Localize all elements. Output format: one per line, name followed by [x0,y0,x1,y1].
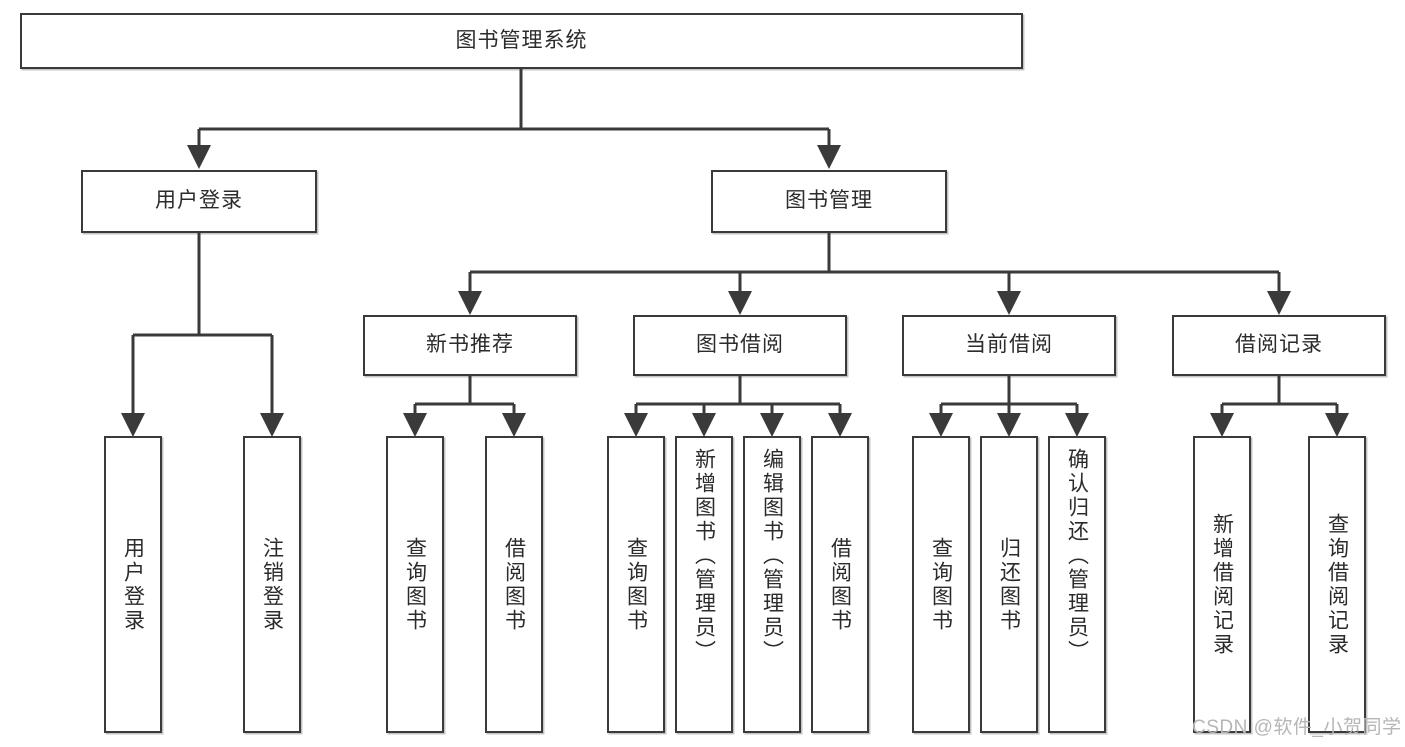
leaf-br-add-record[interactable]: 新增借阅记录 [1193,436,1251,733]
leaf-user-login-label: 用户登录 [121,536,145,633]
leaf-bb-query-book-label: 查询图书 [624,536,648,633]
leaf-cb-query-book-label: 查询图书 [929,536,953,633]
node-book-borrow-label: 图书借阅 [696,333,784,357]
leaf-bb-add-book-label: 新增图书（管理员） [692,448,716,664]
node-book-manage[interactable]: 图书管理 [711,170,947,233]
leaf-cb-confirm-return-label: 确认归还（管理员） [1065,448,1089,664]
leaf-br-query-record[interactable]: 查询借阅记录 [1308,436,1366,733]
leaf-nbr-borrow-book[interactable]: 借阅图书 [485,436,543,733]
node-new-book-rec[interactable]: 新书推荐 [363,315,577,376]
leaf-cb-return-book-label: 归还图书 [997,536,1021,633]
node-current-borrow-label: 当前借阅 [965,333,1053,357]
leaf-user-login[interactable]: 用户登录 [104,436,162,733]
node-book-manage-label: 图书管理 [785,189,873,213]
leaf-bb-edit-book-label: 编辑图书（管理员） [760,448,784,664]
node-new-book-rec-label: 新书推荐 [426,333,514,357]
leaf-cb-query-book[interactable]: 查询图书 [912,436,970,733]
leaf-bb-borrow-book-label: 借阅图书 [828,536,852,633]
node-root[interactable]: 图书管理系统 [20,13,1023,69]
leaf-cb-confirm-return[interactable]: 确认归还（管理员） [1048,436,1106,733]
leaf-bb-add-book[interactable]: 新增图书（管理员） [675,436,733,733]
leaf-br-query-record-label: 查询借阅记录 [1325,512,1349,657]
leaf-bb-borrow-book[interactable]: 借阅图书 [811,436,869,733]
leaf-cb-return-book[interactable]: 归还图书 [980,436,1038,733]
leaf-user-logout[interactable]: 注销登录 [243,436,301,733]
node-user-login[interactable]: 用户登录 [81,170,317,233]
leaf-bb-edit-book[interactable]: 编辑图书（管理员） [743,436,801,733]
node-user-login-label: 用户登录 [155,189,243,213]
leaf-nbr-borrow-book-label: 借阅图书 [502,536,526,633]
leaf-nbr-query-book-label: 查询图书 [403,536,427,633]
leaf-user-logout-label: 注销登录 [260,536,284,633]
node-borrow-record[interactable]: 借阅记录 [1172,315,1386,376]
leaf-nbr-query-book[interactable]: 查询图书 [386,436,444,733]
leaf-br-add-record-label: 新增借阅记录 [1210,512,1234,657]
leaf-bb-query-book[interactable]: 查询图书 [607,436,665,733]
node-root-label: 图书管理系统 [455,28,588,52]
node-borrow-record-label: 借阅记录 [1235,333,1323,357]
node-book-borrow[interactable]: 图书借阅 [633,315,847,376]
node-current-borrow[interactable]: 当前借阅 [902,315,1116,376]
